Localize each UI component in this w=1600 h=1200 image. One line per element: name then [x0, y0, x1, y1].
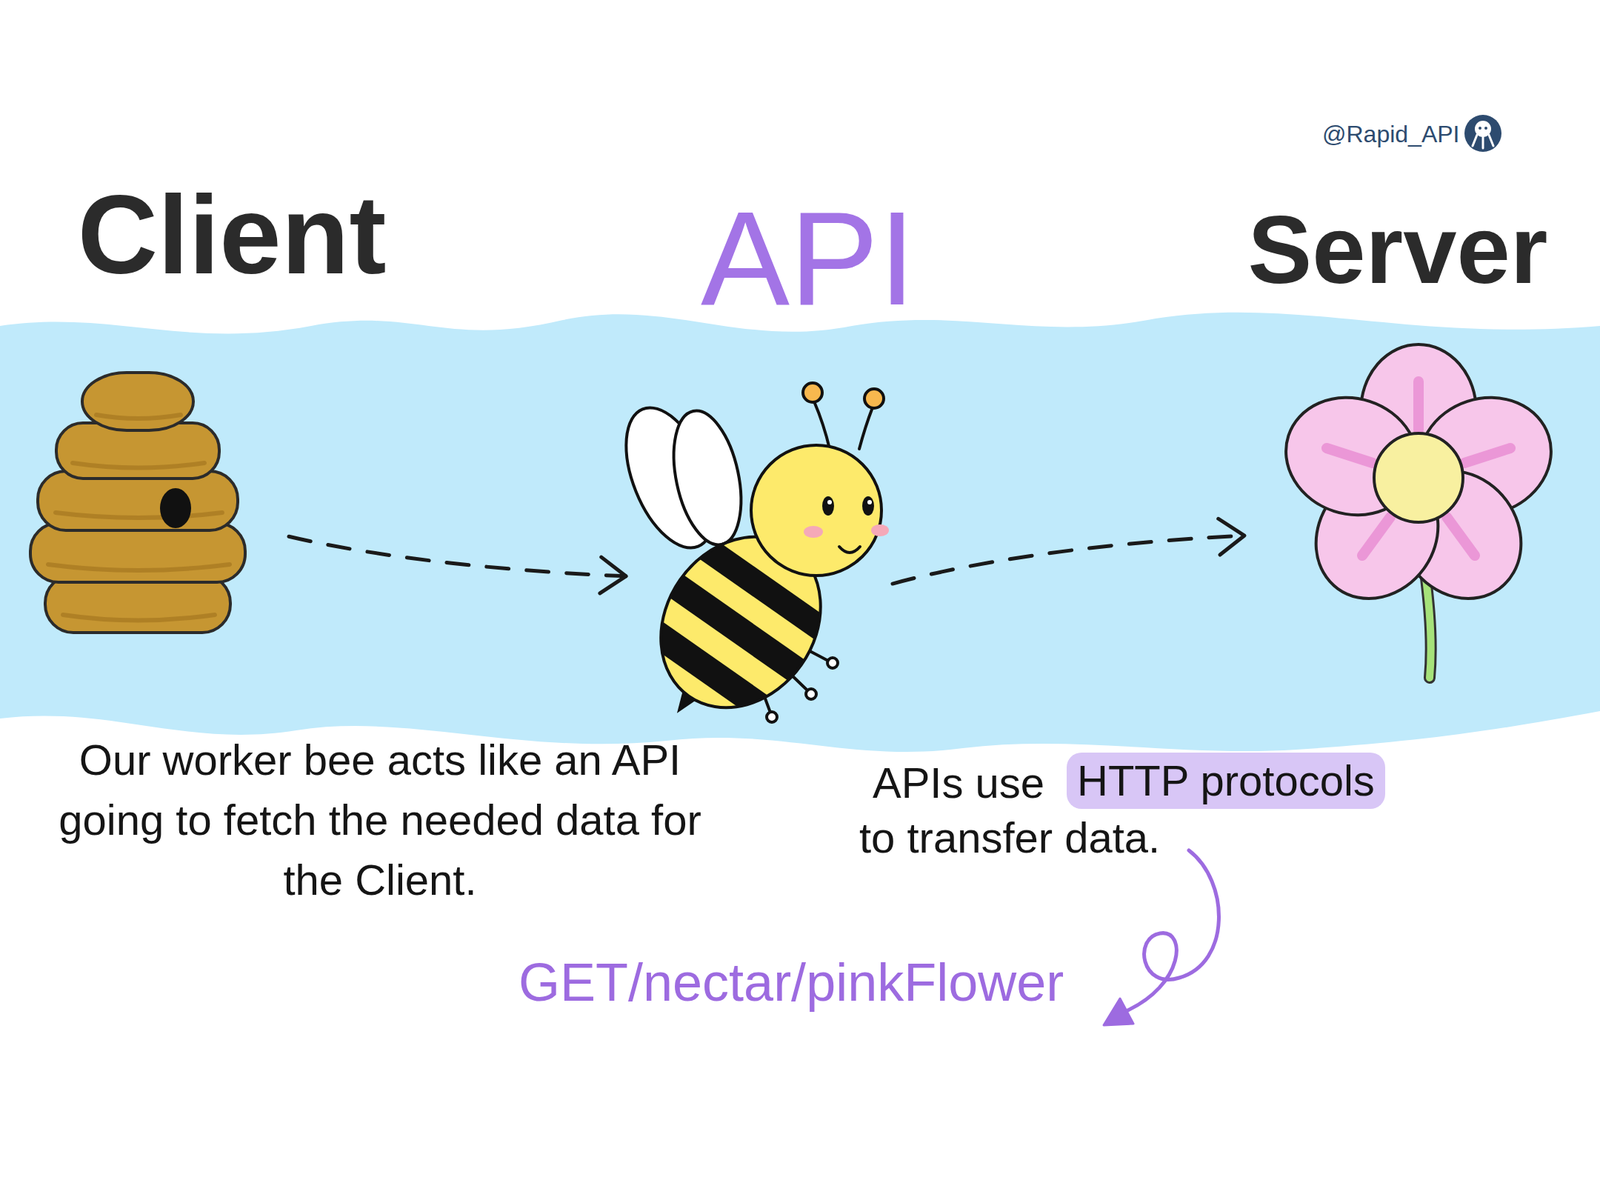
flower-illustration [1244, 354, 1575, 680]
brand-icon [1464, 114, 1502, 152]
bee-node: API [625, 377, 893, 723]
server-heading: Server [1248, 201, 1549, 298]
request-example: GET/nectar/pinkFlower [518, 950, 1064, 1015]
api-heading: API [700, 191, 916, 326]
beehive-illustration [30, 370, 289, 635]
beehive-node: Client [30, 370, 289, 635]
bee-illustration [625, 377, 893, 723]
highlighted-text: HTTP protocols [1066, 752, 1386, 809]
note-text: APIs use [872, 757, 1045, 809]
curly-pointer-arrow [1103, 850, 1219, 1026]
note-text: Our worker bee acts like an API going to… [31, 729, 729, 911]
dashed-arrow [892, 518, 1245, 584]
client-heading: Client [77, 179, 387, 291]
sky-wash [0, 312, 1600, 752]
dashed-arrow [288, 536, 626, 594]
arrow-head [1218, 518, 1245, 555]
connector-line [892, 535, 1245, 584]
note-text: to transfer data. [859, 811, 1160, 864]
arrow-head [600, 557, 626, 594]
watermark: @Rapid_API [1322, 120, 1460, 149]
connector-line [288, 536, 626, 577]
flower-node: Server [1244, 354, 1575, 680]
